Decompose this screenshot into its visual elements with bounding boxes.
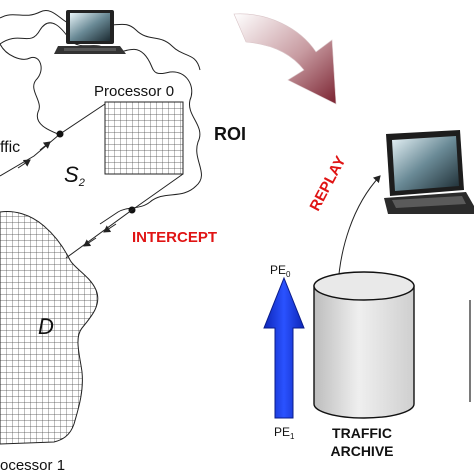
right-laptop-icon [384, 130, 474, 214]
traffic-arrow-3 [103, 223, 117, 233]
archive-label-line1: TRAFFIC [332, 425, 392, 441]
pe0-label: PE0 [270, 263, 291, 279]
traffic-archive-cylinder-icon [313, 271, 415, 419]
processor-0-grid [104, 101, 184, 175]
roi-boundary [0, 22, 202, 225]
traffic-arrow-2 [39, 141, 51, 151]
processor-1-region [0, 211, 99, 445]
replay-label: REPLAY [307, 153, 350, 213]
traffic-label: ffic [0, 139, 20, 156]
pe1-label: PE1 [274, 425, 295, 441]
archive-label-line2: ARCHIVE [330, 443, 393, 459]
processor-1-label: ocessor 1 [0, 457, 65, 474]
s2-label: S2 [64, 162, 85, 189]
traffic-arrow-4 [83, 237, 97, 247]
top-laptop-icon [54, 10, 126, 54]
replay-path [337, 175, 381, 287]
d-label: D [38, 314, 54, 339]
traffic-node-upper [56, 130, 64, 138]
roi-label: ROI [214, 124, 246, 144]
processor-0-label: Processor 0 [94, 83, 174, 100]
pe-up-arrow-icon [263, 276, 305, 419]
traffic-arrow-1 [17, 159, 31, 169]
curved-transfer-arrow [233, 13, 337, 105]
intercept-label: INTERCEPT [132, 229, 217, 246]
